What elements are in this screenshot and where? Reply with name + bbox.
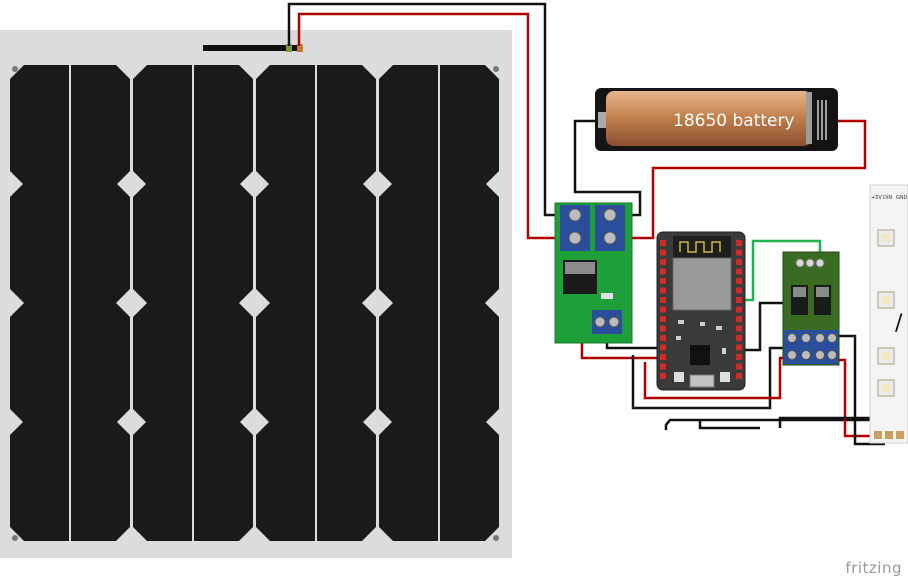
esp32-pin [660,325,666,332]
esp32-pin [736,278,742,284]
esp32-pin [660,240,666,246]
esp32-pin [736,297,742,303]
wires [287,2,890,446]
solar-panel [0,30,512,558]
strip-pin-label-din: DIN [883,195,892,201]
esp32-pin [660,297,666,303]
fritzing-watermark: fritzing [845,559,902,577]
esp32-pin [736,335,742,341]
strip-pin-label-5v: +5V [871,195,882,201]
wire-signal-green [745,239,822,302]
strip-cut-mark: / [895,311,903,336]
boot-button [674,372,684,382]
strip-pin-label-gnd: GND [896,195,908,201]
battery-contact-neg [598,112,606,128]
battery-label: 18650 battery [673,111,795,131]
esp32-pin [736,249,742,256]
wire-esp-gnd2 [698,420,760,430]
mount-hole [12,535,18,541]
charge-module [554,202,633,344]
esp32-pin [736,373,742,379]
mosfet-tab-1 [793,287,806,297]
status-led [601,293,613,299]
esp32-pin [736,306,742,313]
esp32-pin [736,259,742,265]
battery-spring [817,100,827,140]
esp32-pin [660,354,666,360]
esp32-pin [660,344,666,351]
esp32-pin [736,354,742,360]
junction-bar [203,45,303,51]
wire-esp-gnd [631,346,790,410]
battery-holder: 18650 battery [595,88,838,151]
esp32-pin [660,306,666,313]
esp32-pin [660,268,666,275]
antenna-trace [679,241,721,253]
esp32-pins-right [736,240,742,379]
wifi-module-antenna [673,236,731,258]
mosfet-tab-2 [816,287,829,297]
mosfet-module [782,251,840,366]
wire-battery-negative [573,119,642,217]
led-die [882,384,890,392]
panel-terminal-pos [297,44,303,52]
esp32-pin [736,268,742,275]
esp32-pin [660,287,666,294]
battery-cell-end [806,92,812,144]
panel-terminal-neg [286,44,292,52]
mount-hole [493,535,499,541]
wire-battery-positive [625,119,867,240]
esp32-pin [736,325,742,332]
solar-cell-grid [10,65,499,541]
esp32-pin [660,316,666,322]
esp32-pin [736,316,742,322]
wire-solar-negative [287,2,570,217]
usb-port [689,374,715,388]
esp32-pin [660,249,666,256]
regulator-tab [565,262,595,274]
esp32-pin [736,363,742,370]
wifi-module-shield [672,257,732,311]
esp32-pin [660,335,666,341]
usb-chip [690,345,710,365]
wire-solar-positive [297,12,570,240]
smd-parts [676,320,726,354]
led-strip-body [869,184,908,444]
esp32-board [656,231,746,391]
led-die [882,234,890,242]
led-chips [877,229,895,397]
led-die [882,352,890,360]
mosfet-header-pins [795,258,825,268]
battery-cell [606,91,812,146]
esp32-pin [736,287,742,294]
led-strip: / +5V DIN GND [869,184,908,444]
esp32-pin [660,363,666,370]
mosfet-terminal-screws [787,333,837,360]
terminal-screws [568,208,617,245]
esp32-pin [660,259,666,265]
esp32-pins-left [660,240,666,379]
esp32-pin [736,344,742,351]
esp32-pin [660,278,666,284]
led-die [882,296,890,304]
led-pads [874,431,904,439]
mount-hole [493,66,499,72]
terminal-screws-out [594,316,620,328]
esp32-pin [660,373,666,379]
wire-gnd-return [778,416,882,442]
en-button [720,372,730,382]
esp32-pin [736,240,742,246]
mount-hole [12,66,18,72]
